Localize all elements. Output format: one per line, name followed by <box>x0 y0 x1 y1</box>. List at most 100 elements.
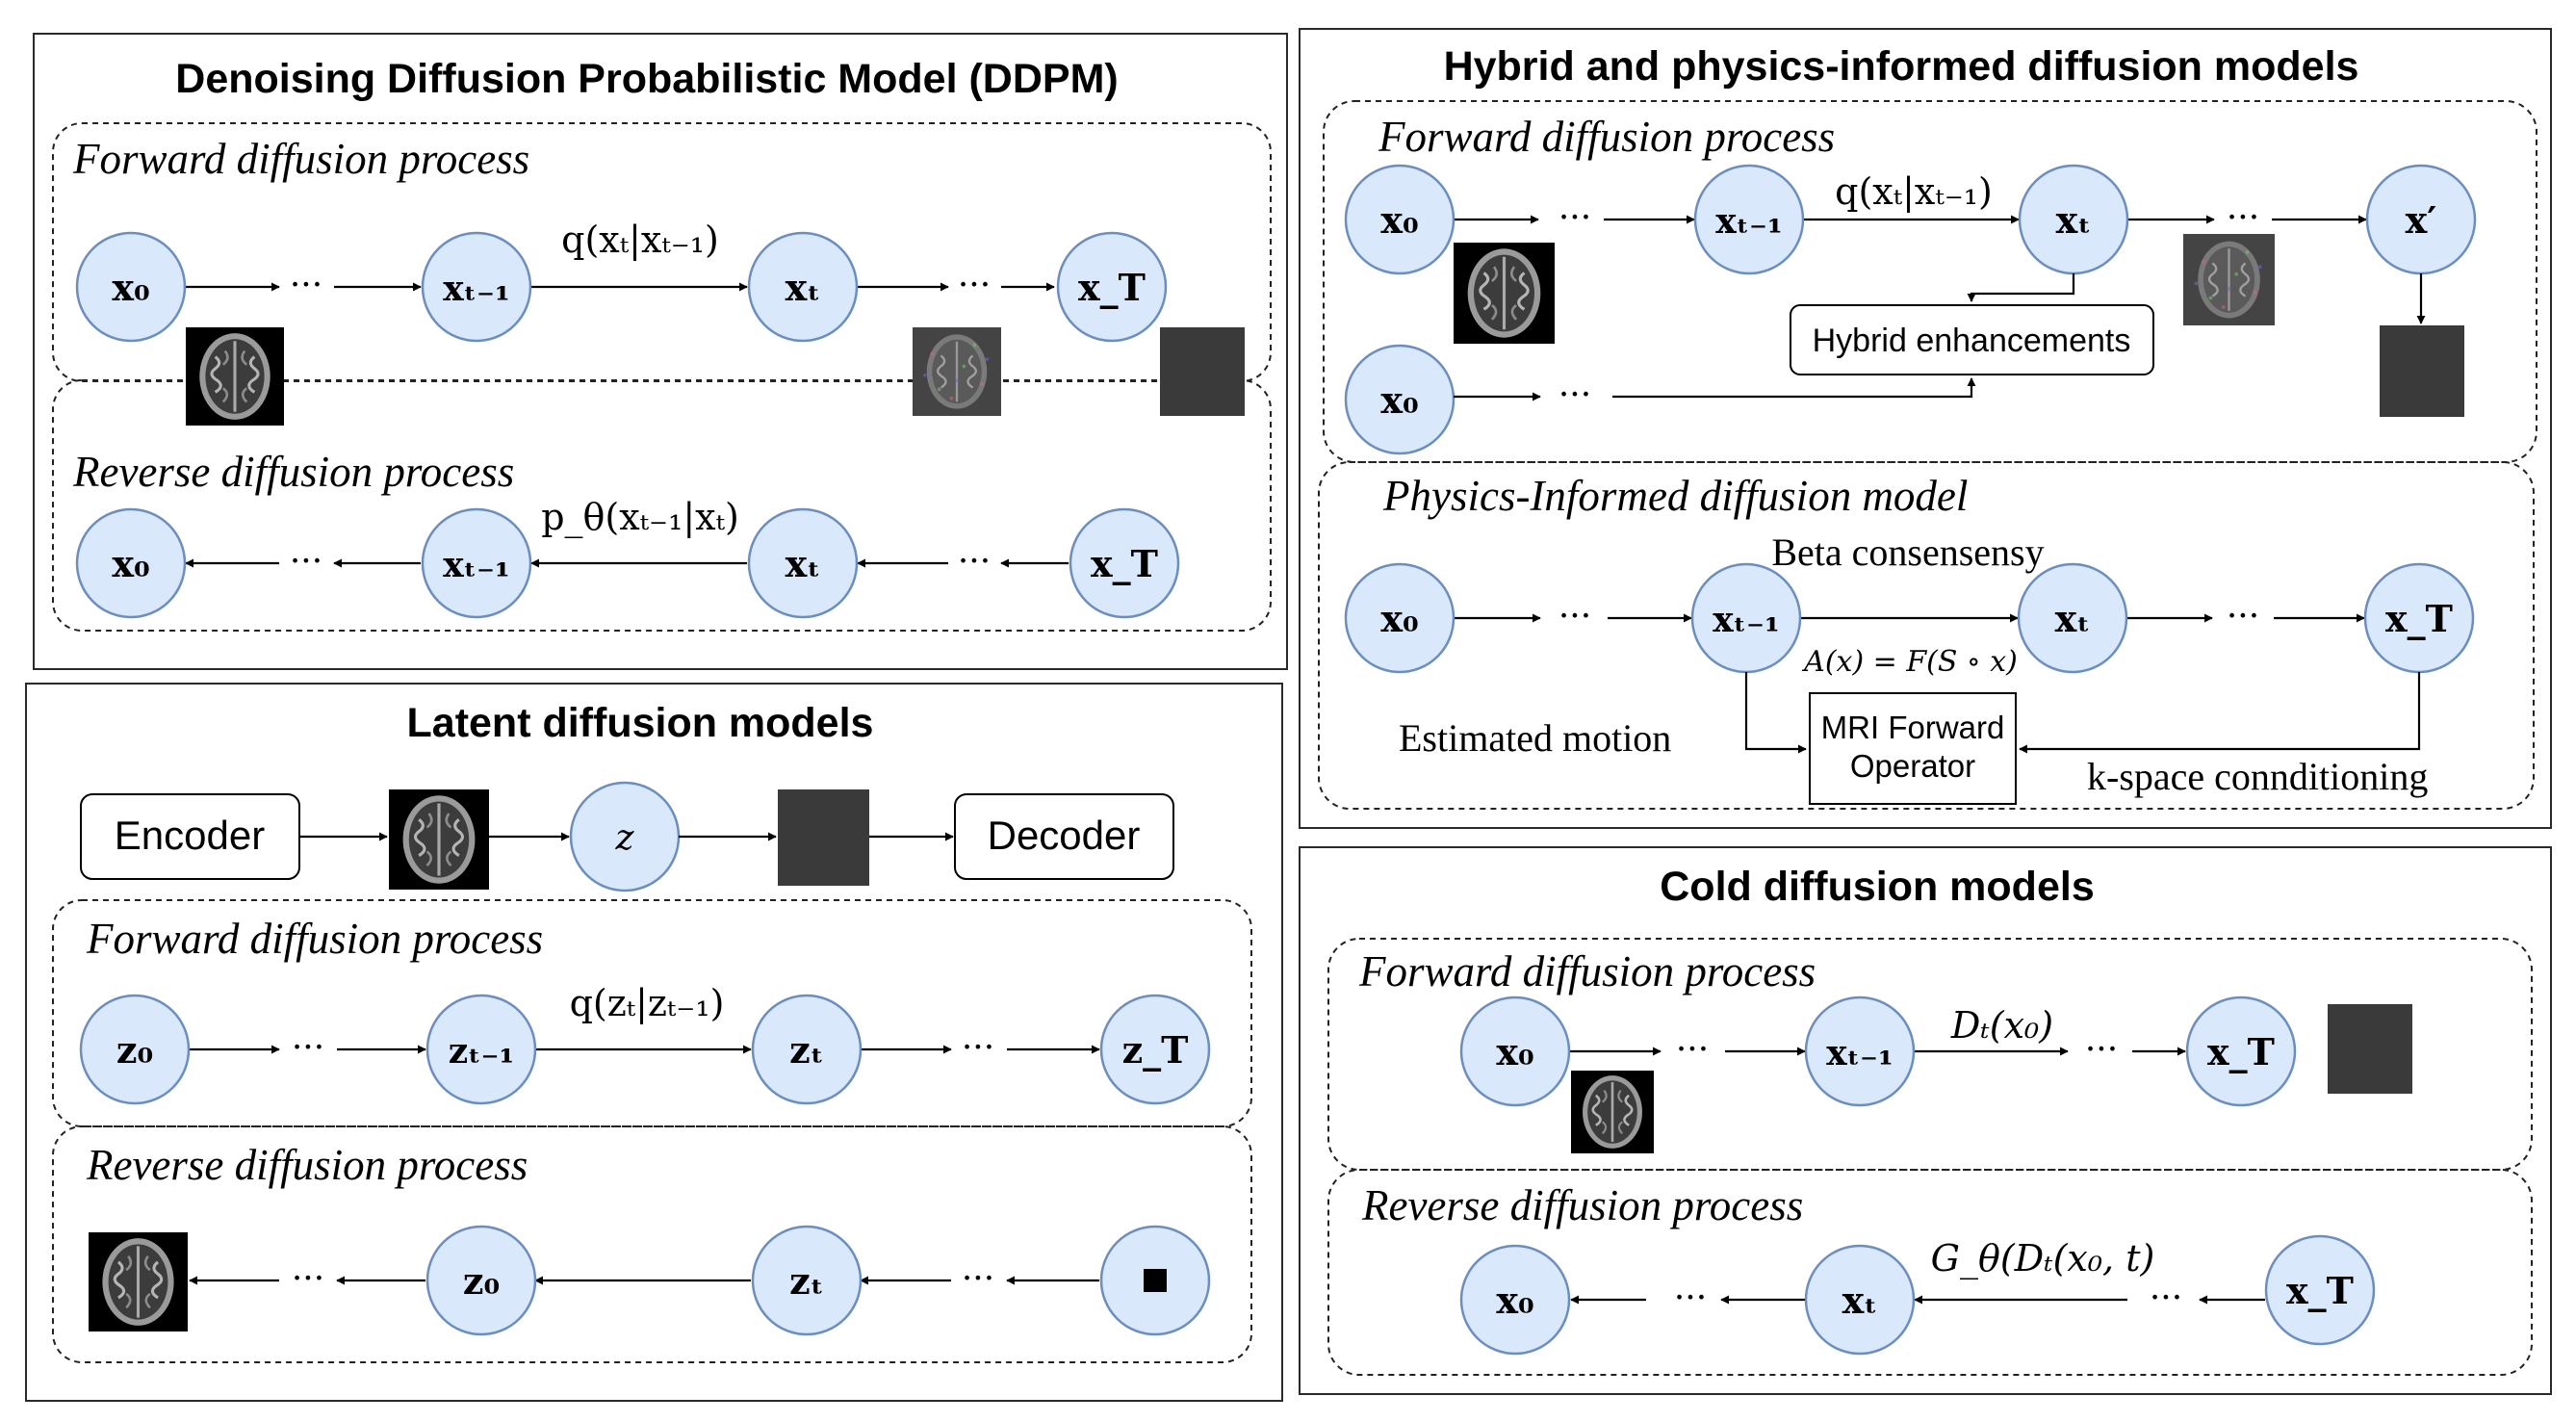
ddpm-f-dots-2: ··· <box>958 266 991 305</box>
hybrid-f-node-xt-1 <box>1693 164 1805 275</box>
cold-noise-image <box>2328 1004 2412 1094</box>
hybrid-f-node-xprime-label: x′ <box>2406 198 2437 242</box>
hybrid-panel: Hybrid and physics-informed diffusion mo… <box>1299 28 2552 829</box>
ddpm-r-dots-1: ··· <box>290 542 322 582</box>
latent-r-node-z0-label: z₀ <box>463 1259 500 1303</box>
latent-noise-image <box>778 789 869 886</box>
ddpm-r-node-x0 <box>75 507 187 619</box>
ddpm-forward-label: Forward diffusion process <box>72 135 529 183</box>
ddpm-r-node-xT <box>1069 507 1180 619</box>
hybrid-f-dots-2: ··· <box>2227 198 2259 238</box>
latent-r-node-zt-label: zₜ <box>789 1259 824 1303</box>
ddpm-f-node-x0-label: x₀ <box>112 266 149 309</box>
physics-kspace-arrow <box>2019 672 2421 754</box>
cold-forward-label: Forward diffusion process <box>1358 947 1816 995</box>
cold-brain-image <box>1569 1069 1656 1155</box>
cold-r-node-x0-label: x₀ <box>1496 1279 1533 1322</box>
hybrid-s-dots: ··· <box>1558 375 1591 415</box>
latent-reverse-label: Reverse diffusion process <box>86 1141 528 1189</box>
ddpm-r-node-xt-1 <box>421 507 532 619</box>
ddpm-p-label: p_θ(xₜ₋₁|xₜ) <box>541 496 739 539</box>
hybrid-noise-image <box>2380 325 2464 417</box>
ddpm-title: Denoising Diffusion Probabilistic Model … <box>175 56 1118 102</box>
ddpm-q-label: q(xₜ|xₜ₋₁) <box>561 219 719 261</box>
latent-f-node-zt-label: zₜ <box>789 1028 824 1072</box>
hybrid-f-dots-1: ··· <box>1558 198 1591 238</box>
mri-operator-box <box>1809 692 2017 805</box>
cold-reverse-label: Reverse diffusion process <box>1361 1181 1803 1229</box>
ddpm-f-node-xt-1 <box>421 231 532 343</box>
cold-r-node-x0 <box>1459 1244 1571 1356</box>
latent-square-glyph <box>1144 1269 1167 1292</box>
encoder-label: Encoder <box>115 813 265 858</box>
hybrid-brain-image <box>1452 241 1557 346</box>
cold-f-dots-1: ··· <box>1676 1030 1709 1070</box>
cold-r-node-xt <box>1804 1244 1916 1356</box>
ddpm-r-node-xt-1-label: xₜ₋₁ <box>443 545 510 585</box>
mri-operator-line1: MRI Forward <box>1821 710 2005 745</box>
physics-node-xt-label: xₜ <box>2055 597 2091 640</box>
cold-f-dots-2: ··· <box>2085 1030 2118 1070</box>
latent-r-node-zt <box>751 1225 863 1336</box>
ddpm-f-node-xt <box>747 231 859 343</box>
cold-reverse-region <box>1327 1169 2533 1376</box>
latent-q-label: q(zₜ|zₜ₋₁) <box>570 982 725 1024</box>
ddpm-r-node-x0-label: x₀ <box>112 542 149 585</box>
cold-r-dots-1: ··· <box>1674 1279 1707 1318</box>
hybrid-forward-region <box>1323 100 2537 463</box>
physics-node-x0 <box>1344 562 1455 674</box>
ddpm-f-node-x0 <box>75 231 187 343</box>
latent-r-dots-1: ··· <box>292 1259 324 1299</box>
cold-panel: Cold diffusion models Forward diffusion … <box>1299 846 2552 1395</box>
ddpm-panel: Denoising Diffusion Probabilistic Model … <box>33 33 1288 670</box>
cold-forward-region <box>1327 938 2533 1171</box>
hybrid-f-node-xt-1-label: xₜ₋₁ <box>1715 201 1783 242</box>
hybrid-second-node-x0-label: x₀ <box>1380 378 1418 422</box>
physics-kspace-label: k-space connditioning <box>2087 755 2428 798</box>
ddpm-reverse-region <box>52 379 1272 632</box>
latent-f-node-zT-label: z_T <box>1122 1028 1189 1072</box>
latent-z-label: z <box>615 818 635 858</box>
hybrid-f-node-xt-label: xₜ <box>2056 198 2092 242</box>
latent-brain-image <box>387 788 491 892</box>
latent-output-brain <box>87 1230 190 1333</box>
ddpm-f-node-xt-label: xₜ <box>786 266 821 309</box>
hybrid-xt-to-box-arrow <box>1967 273 2075 302</box>
ddpm-noisy-brain-image <box>911 325 1003 418</box>
ddpm-f-node-xt-1-label: xₜ₋₁ <box>443 269 510 309</box>
latent-f-node-zt-1-label: zₜ₋₁ <box>449 1031 515 1072</box>
cold-r-dots-2: ··· <box>2150 1279 2182 1318</box>
physics-motion-label: Estimated motion <box>1399 716 1671 760</box>
ddpm-reverse-label: Reverse diffusion process <box>72 448 514 496</box>
physics-node-x0-label: x₀ <box>1380 597 1418 640</box>
physics-label: Physics-Informed diffusion model <box>1382 472 1968 520</box>
latent-f-node-z0 <box>79 994 191 1105</box>
cold-f-node-xt-1-label: xₜ₋₁ <box>1826 1033 1893 1073</box>
physics-node-xT-label: x_T <box>2385 597 2453 640</box>
ddpm-f-node-xT <box>1056 231 1168 343</box>
physics-dots-2: ··· <box>2227 597 2259 636</box>
latent-f-dots-2: ··· <box>962 1028 994 1068</box>
decoder-label: Decoder <box>988 813 1141 858</box>
ddpm-r-node-xt <box>747 507 859 619</box>
latent-reverse-region <box>52 1125 1252 1363</box>
physics-node-xt <box>2017 562 2128 674</box>
ddpm-brain-image <box>184 325 286 427</box>
decoder-box <box>954 793 1174 880</box>
latent-forward-region <box>52 899 1252 1127</box>
latent-f-node-z0-label: z₀ <box>116 1028 153 1072</box>
latent-panel: Latent diffusion models Encoder z Decode… <box>25 683 1283 1402</box>
hybrid-s-to-box-arrow <box>1612 377 1976 399</box>
cold-r-node-xT-label: x_T <box>2286 1269 2354 1312</box>
hybrid-physics-region <box>1318 461 2535 810</box>
ddpm-f-node-xT-label: x_T <box>1078 266 1146 309</box>
latent-r-node-z0 <box>425 1225 537 1336</box>
latent-f-node-zt-1 <box>425 994 537 1105</box>
latent-f-node-zt <box>751 994 863 1105</box>
cold-g-label: G_θ(Dₜ(x₀, t) <box>1931 1237 2155 1280</box>
latent-f-node-zT <box>1099 994 1211 1105</box>
mri-operator-line2: Operator <box>1850 748 1975 784</box>
hybrid-title: Hybrid and physics-informed diffusion mo… <box>1444 43 2359 90</box>
hybrid-enhancements-box <box>1790 304 2154 375</box>
